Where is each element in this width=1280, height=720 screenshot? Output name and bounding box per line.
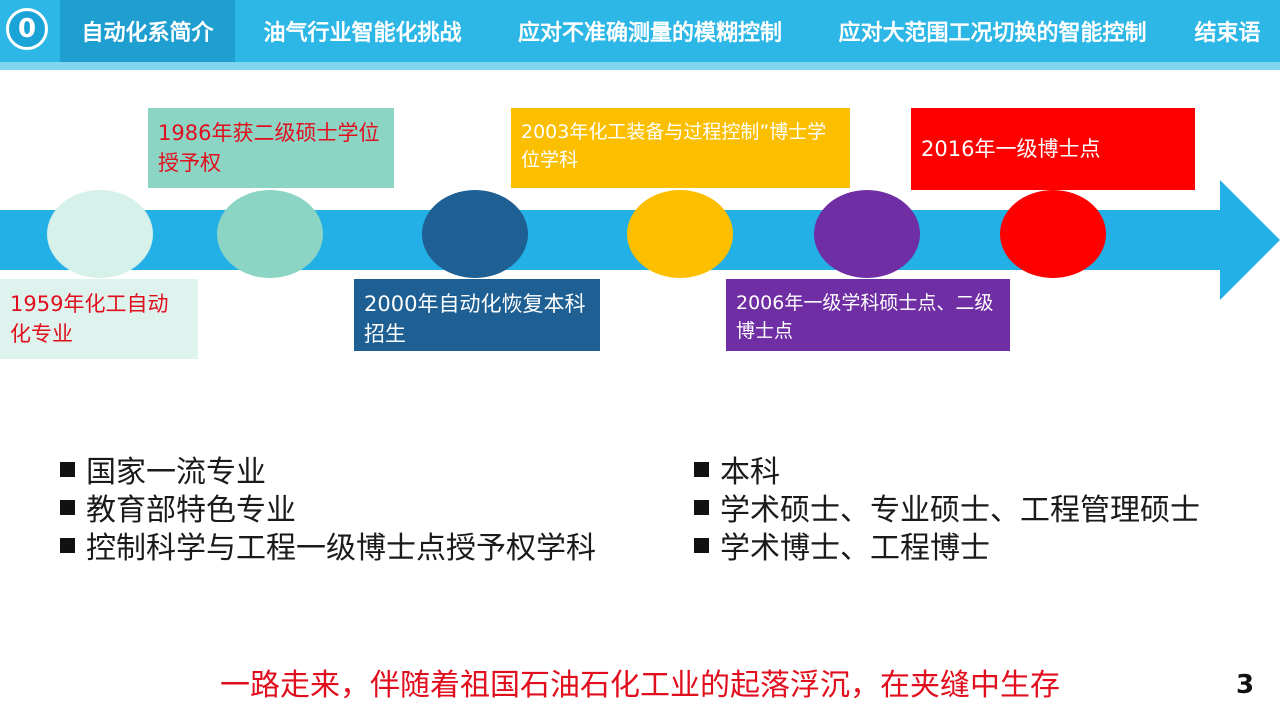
list-item: 本科 xyxy=(694,450,1200,490)
list-item: 国家一流专业 xyxy=(60,450,596,490)
milestone-node-2016 xyxy=(1000,190,1106,278)
timeline-arrow-graphic xyxy=(0,180,1280,300)
bullet-square-icon xyxy=(694,461,709,477)
tagline: 一路走来，伴随着祖国石油石化工业的起落浮沉，在夹缝中生存 xyxy=(220,668,1060,703)
timeline: 1959年化工自动化专业 1986年获二级硕士学位授予权 2000年自动化恢复本… xyxy=(0,70,1280,450)
list-item: 控制科学与工程一级博士点授予权学科 xyxy=(60,526,596,566)
milestone-node-1959 xyxy=(47,190,153,278)
milestone-2003: 2003年化工装备与过程控制”博士学位学科 xyxy=(511,108,850,188)
nav-accent-strip xyxy=(0,62,1280,70)
milestone-node-2006 xyxy=(814,190,920,278)
tab-conclusion[interactable]: 结束语 xyxy=(1194,21,1261,46)
degree-programs-list: 本科 学术硕士、专业硕士、工程管理硕士 学术博士、工程博士 xyxy=(694,450,1200,566)
milestone-1959: 1959年化工自动化专业 xyxy=(0,279,198,359)
tab-intelligent-control[interactable]: 应对大范围工况切换的智能控制 xyxy=(838,21,1147,46)
list-item: 学术博士、工程博士 xyxy=(694,526,1200,566)
tab-fuzzy-control[interactable]: 应对不准确测量的模糊控制 xyxy=(517,21,782,46)
milestone-2006: 2006年一级学科硕士点、二级博士点 xyxy=(726,279,1010,351)
milestone-node-2000 xyxy=(422,190,528,278)
bullet-square-icon xyxy=(694,537,709,553)
milestone-node-1986 xyxy=(217,190,323,278)
list-item: 学术硕士、专业硕士、工程管理硕士 xyxy=(694,488,1200,528)
tab-department-intro[interactable]: 自动化系简介 xyxy=(60,0,235,62)
bullet-square-icon xyxy=(60,499,75,515)
tab-industry-challenges[interactable]: 油气行业智能化挑战 xyxy=(263,21,462,46)
milestone-node-2003 xyxy=(627,190,733,278)
bullet-square-icon xyxy=(60,537,75,553)
milestone-2016: 2016年一级博士点 xyxy=(911,108,1195,190)
bullet-square-icon xyxy=(694,499,709,515)
milestone-1986: 1986年获二级硕士学位授予权 xyxy=(148,108,394,188)
page-number: 3 xyxy=(1235,670,1255,700)
section-number-badge: 0 xyxy=(6,8,48,50)
list-item: 教育部特色专业 xyxy=(60,488,596,528)
milestone-2000: 2000年自动化恢复本科招生 xyxy=(354,279,600,351)
bullet-square-icon xyxy=(60,461,75,477)
honors-list: 国家一流专业 教育部特色专业 控制科学与工程一级博士点授予权学科 xyxy=(60,450,596,566)
top-nav-bar: 0 自动化系简介 油气行业智能化挑战 应对不准确测量的模糊控制 应对大范围工况切… xyxy=(0,0,1280,62)
